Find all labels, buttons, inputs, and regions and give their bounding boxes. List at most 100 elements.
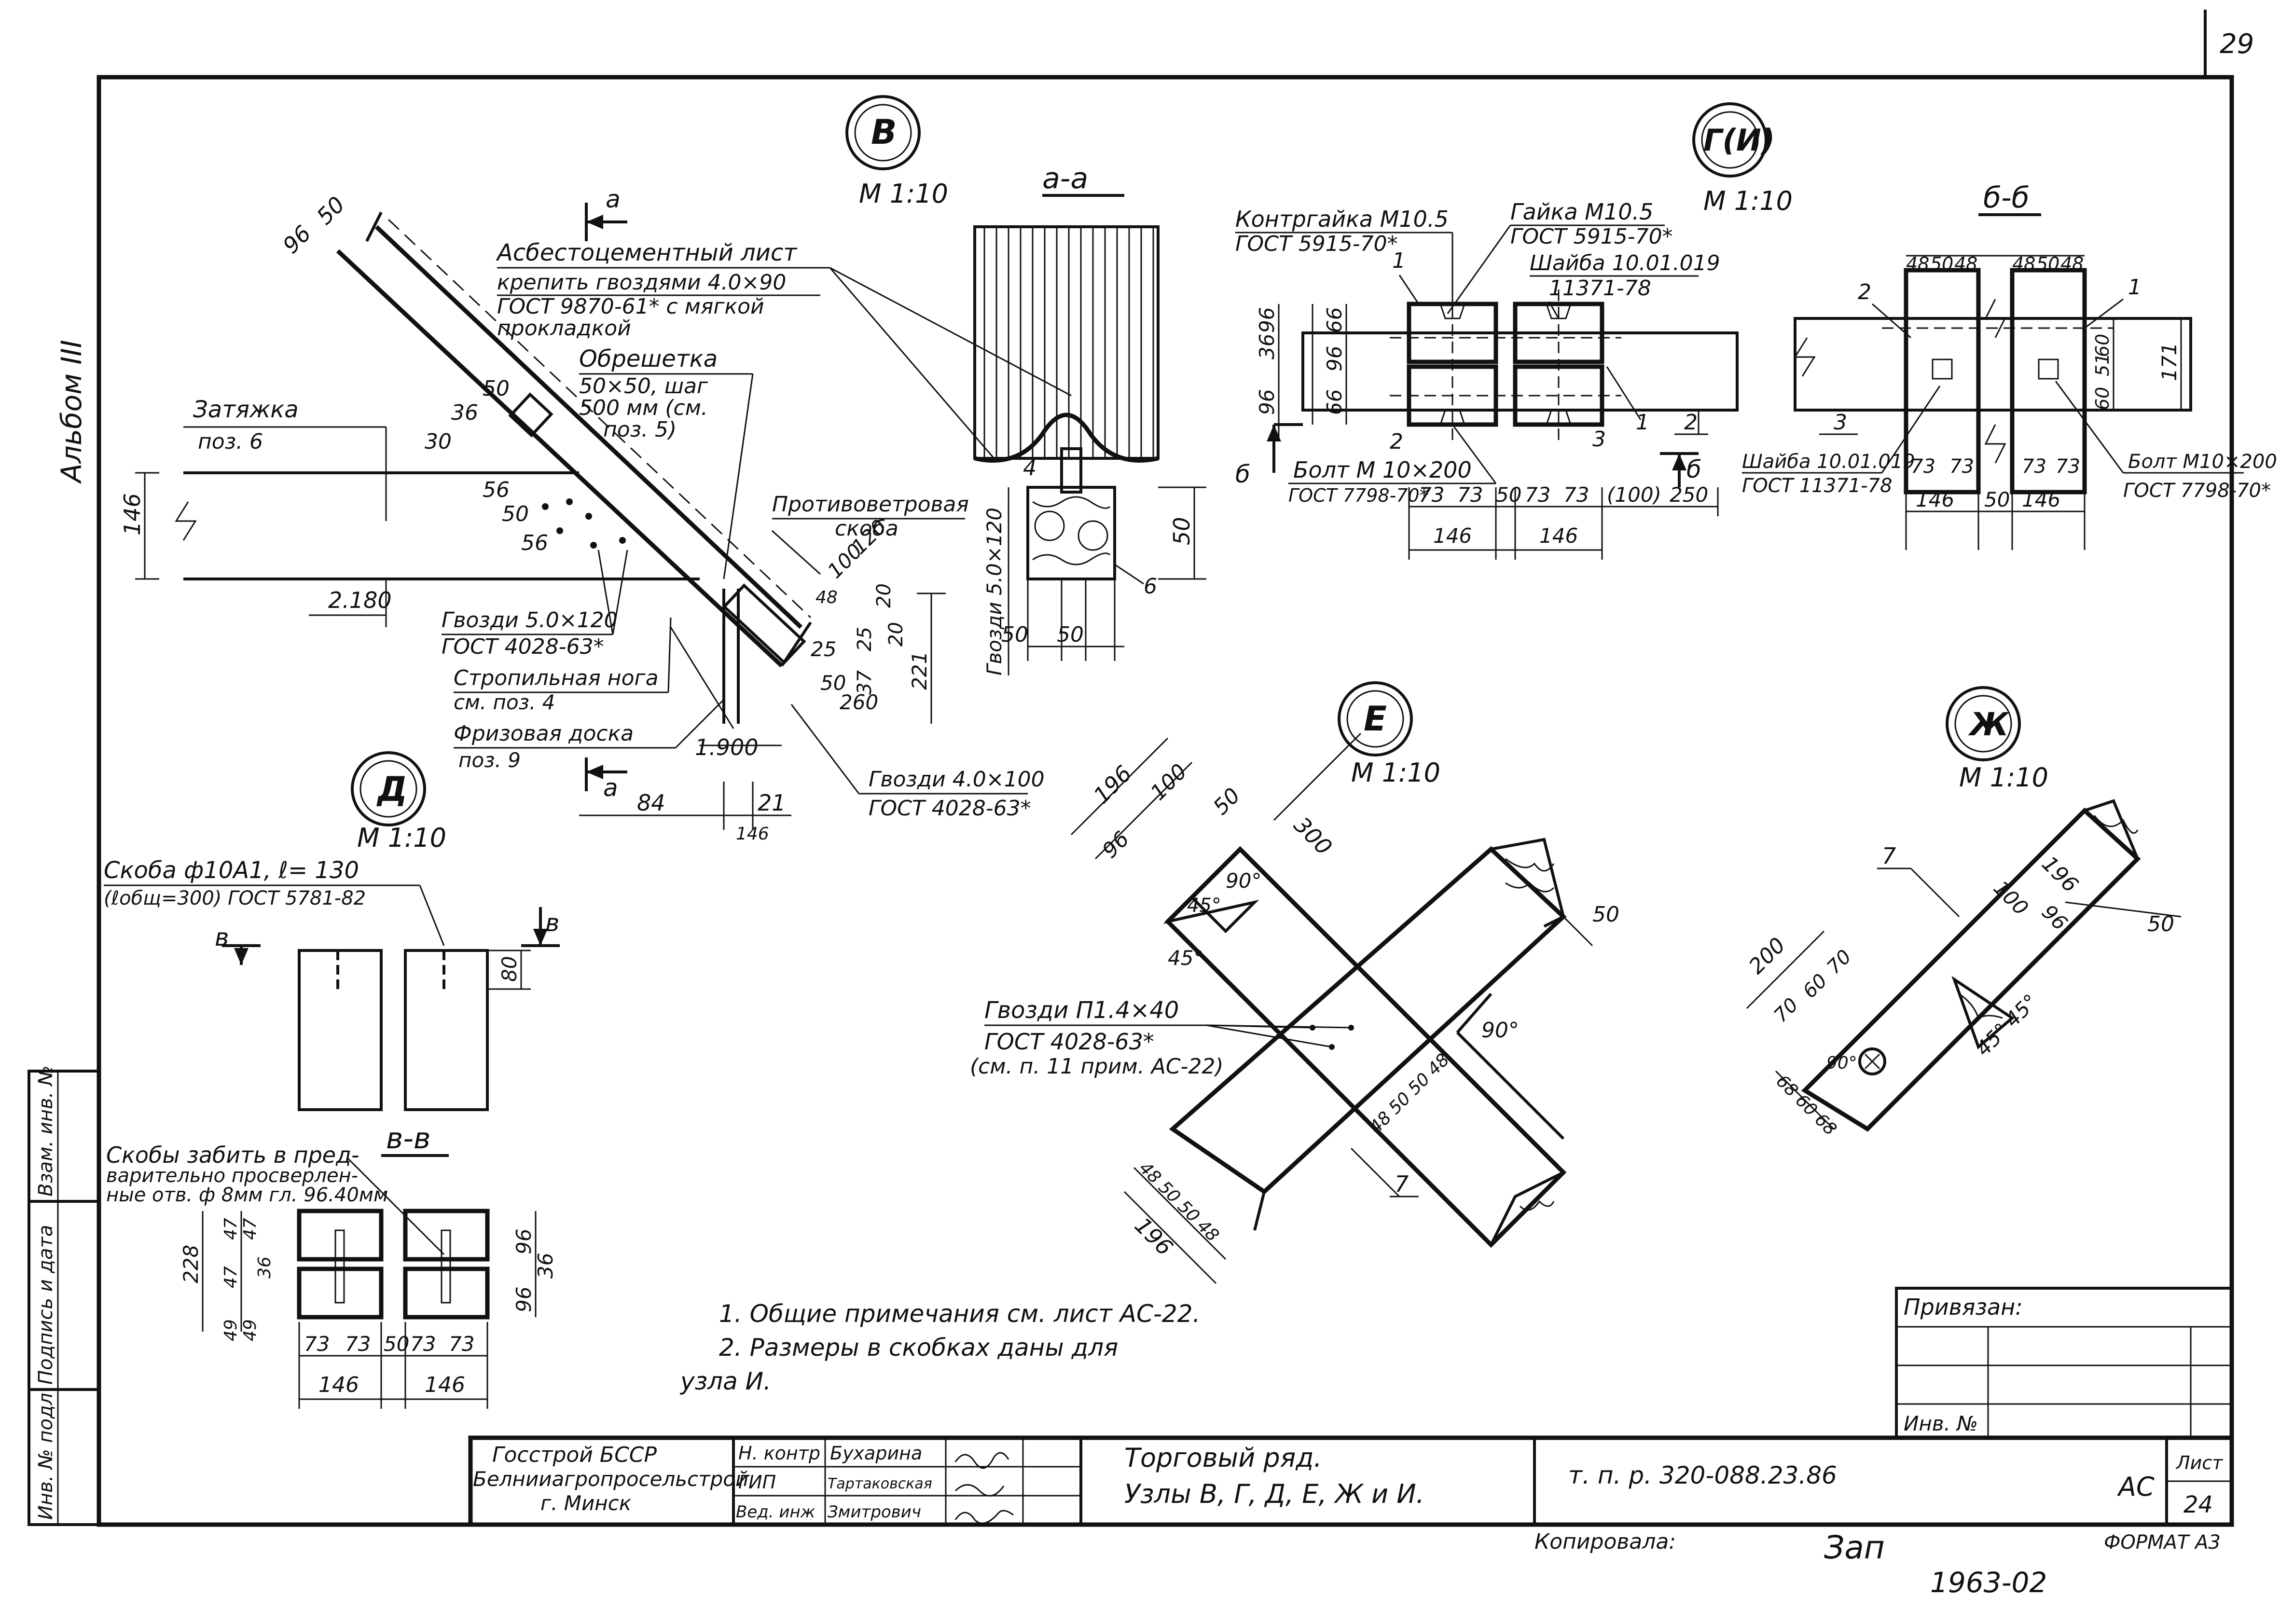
svg-text:36: 36	[534, 1253, 557, 1279]
node-zh: Ж М 1:10 7 196 100 96 50 200 70 60 70 45…	[1744, 686, 2182, 1140]
label-washer-gost: 11371-78	[1549, 276, 1651, 301]
svg-text:300: 300	[1289, 812, 1337, 860]
node-e: Е М 1:10 Гвозди П1.4×40 ГОСТ 4028-63* (с…	[970, 681, 1619, 1284]
label-locknut: Контргайка М10.5	[1235, 206, 1449, 232]
svg-text:45°: 45°	[1187, 895, 1221, 917]
node-v-marker-ring	[845, 95, 921, 170]
svg-text:60: 60	[2092, 334, 2113, 357]
svg-text:в: в	[215, 923, 229, 951]
svg-text:47: 47	[221, 1218, 241, 1240]
label-wind: Противоветровая	[772, 492, 969, 517]
node-e-marker-ring	[1338, 681, 1413, 757]
svg-text:2.180: 2.180	[328, 587, 392, 613]
label-lathing-size: 50×50, шаг	[579, 374, 708, 399]
svg-text:50: 50	[1174, 1197, 1203, 1226]
svg-text:50: 50	[1169, 517, 1195, 545]
node-v-scale: М 1:10	[859, 179, 948, 209]
svg-text:6: 6	[1144, 574, 1157, 599]
svg-text:36: 36	[451, 400, 478, 425]
role-1: Н. контр	[738, 1443, 820, 1464]
svg-text:50: 50	[1592, 902, 1619, 927]
svg-text:146: 146	[1539, 524, 1578, 548]
svg-text:50: 50	[483, 376, 510, 401]
label-rafter-ref: см. поз. 4	[454, 690, 555, 714]
svg-text:48: 48	[1135, 1158, 1164, 1187]
svg-text:50: 50	[1984, 488, 2010, 511]
tied-inv: Инв. №	[1904, 1412, 1978, 1435]
label-bolt2-gost: ГОСТ 7798-70*	[2123, 480, 2271, 502]
svg-text:25: 25	[854, 627, 876, 651]
svg-text:68: 68	[1810, 1110, 1840, 1139]
svg-text:100: 100	[1146, 759, 1192, 805]
corrugated-sheet-hatch	[983, 227, 1154, 458]
svg-text:7: 7	[1395, 1171, 1409, 1197]
svg-text:171: 171	[2157, 343, 2181, 381]
svg-text:96: 96	[1098, 826, 1134, 863]
title-block: Госстрой БССР Белнииагропросельстрой г. …	[468, 1435, 2234, 1527]
node-g-marker-ring	[1692, 102, 1768, 178]
signature-3	[954, 1510, 1014, 1524]
svg-text:47: 47	[240, 1218, 260, 1240]
label-bolt2: Болт М10×200	[2128, 451, 2277, 473]
sheet-label: Лист	[2175, 1452, 2224, 1473]
svg-text:1: 1	[1392, 248, 1406, 273]
bottom-stamp: Копировала: Зап 1963-02 ФОРМАТ А3	[1534, 1529, 2221, 1599]
nails-vert-label: Гвозди 5.0×120	[982, 508, 1006, 675]
svg-text:196: 196	[1130, 1212, 1178, 1261]
svg-text:96: 96	[1255, 307, 1279, 333]
svg-text:146: 146	[2022, 488, 2060, 511]
node-v: В М 1:10 а а	[119, 95, 1206, 844]
node-v-marker: В	[871, 112, 897, 152]
label-wind2: скоба	[835, 516, 898, 541]
svg-text:25: 25	[811, 637, 836, 661]
side-stamp-repl: Взам. инв. №	[35, 1065, 57, 1197]
svg-text:36: 36	[255, 1256, 275, 1279]
label-bracket: Скоба ф10А1, ℓ= 130	[104, 857, 359, 884]
svg-text:50: 50	[2147, 912, 2174, 936]
label-nails2-gost: ГОСТ 4028-63*	[869, 796, 1031, 821]
node-d: Д М 1:10 Скоба ф10А1, ℓ= 130 (ℓобщ=300) …	[104, 751, 560, 1409]
general-notes: 1. Общие примечания см. лист АС-22. 2. Р…	[679, 1300, 1200, 1395]
svg-text:45°: 45°	[1971, 1018, 2013, 1060]
label-lathing-pos: поз. 5)	[603, 417, 677, 442]
svg-text:3: 3	[1592, 427, 1606, 452]
label-asbestos: Асбестоцементный лист	[496, 239, 798, 266]
svg-text:20: 20	[873, 583, 895, 608]
svg-text:48: 48	[815, 588, 838, 607]
svg-text:73: 73	[1563, 483, 1589, 507]
label-asbestos-fix1: крепить гвоздями 4.0×90	[497, 270, 786, 295]
format-label: ФОРМАТ А3	[2104, 1531, 2221, 1554]
svg-text:73: 73	[2022, 455, 2046, 478]
section-mark-a-top: а	[585, 185, 627, 241]
org-3: г. Минск	[540, 1491, 632, 1515]
section-a-a: а-а	[973, 162, 1206, 675]
svg-text:250: 250	[1670, 483, 1708, 507]
svg-text:45°: 45°	[1168, 946, 1203, 970]
node-e-scale: М 1:10	[1351, 757, 1440, 788]
svg-text:(100): (100)	[1607, 483, 1661, 507]
label-asbestos-fix2: ГОСТ 9870-61* с мягкой	[497, 294, 764, 319]
node-d-marker: Д	[376, 770, 407, 809]
label-rafter: Стропильная нога	[454, 666, 659, 690]
svg-text:37: 37	[854, 670, 876, 695]
svg-text:49: 49	[240, 1319, 260, 1341]
svg-text:48: 48	[1193, 1216, 1222, 1245]
svg-text:1: 1	[1636, 410, 1649, 435]
svg-text:50: 50	[1001, 622, 1028, 647]
svg-text:50: 50	[384, 1332, 409, 1356]
label-nails1: Гвозди 5.0×120	[442, 608, 618, 633]
svg-text:66: 66	[1323, 389, 1346, 415]
label-bracket2: (ℓобщ=300) ГОСТ 5781-82	[104, 887, 366, 909]
svg-text:3: 3	[1834, 410, 1847, 435]
svg-text:50: 50	[311, 191, 350, 230]
svg-text:60: 60	[1791, 1090, 1821, 1120]
label-bolt: Болт М 10×200	[1293, 457, 1472, 483]
label-drive1: Скобы забить в пред-	[106, 1142, 359, 1168]
copied-sign: Зап	[1824, 1529, 1885, 1566]
node-zh-scale: М 1:10	[1959, 762, 2048, 793]
svg-text:а: а	[606, 185, 621, 213]
svg-text:1: 1	[2128, 275, 2142, 300]
svg-text:96: 96	[512, 1287, 536, 1312]
svg-text:73: 73	[449, 1332, 474, 1356]
label-nut-gost: ГОСТ 5915-70*	[1510, 224, 1673, 249]
